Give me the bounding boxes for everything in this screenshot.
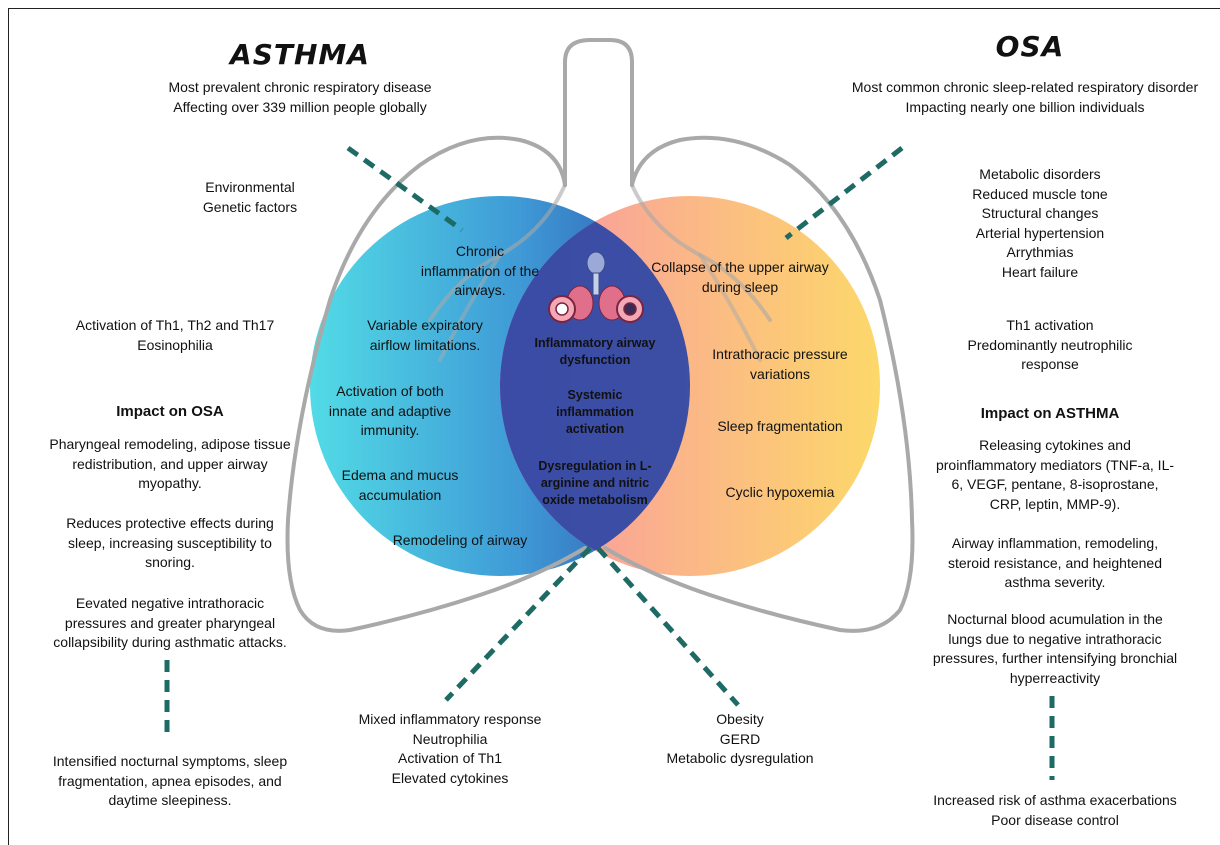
asthma-risk-factors: Environmental Genetic factors <box>202 179 298 215</box>
osa-risk-factors: Metabolic disorders Reduced muscle tone … <box>972 166 1108 280</box>
respiratory-system-icon <box>548 251 644 323</box>
asthma-outcome: Intensified nocturnal symptoms, sleep fr… <box>52 753 288 808</box>
connector-osa-top <box>784 146 904 240</box>
osa-circle-item-2: Intrathoracic pressure variations <box>712 346 848 382</box>
asthma-immunology: Activation of Th1, Th2 and Th17 Eosinoph… <box>75 317 275 353</box>
bottom-right-shared-factors: Obesity GERD Metabolic dysregulation <box>666 711 814 766</box>
asthma-impact-item-1: Pharyngeal remodeling, adipose tissue re… <box>49 436 291 491</box>
osa-impact-item-2: Airway inflammation, remodeling, steroid… <box>947 535 1163 590</box>
asthma-circle-item-2: Variable expiratory airflow limitations. <box>367 317 483 353</box>
asthma-circle-item-3: Activation of both innate and adaptive i… <box>328 383 452 438</box>
osa-outcome: Increased risk of asthma exacerbations P… <box>933 792 1177 828</box>
dashed-connectors <box>164 145 1055 780</box>
asthma-circle-item-4: Edema and mucus accumulation <box>341 467 459 503</box>
asthma-impact-item-3: Eevated negative intrathoracic pressures… <box>53 595 287 650</box>
osa-impact-heading: Impact on ASTHMA <box>980 405 1120 422</box>
osa-impact-item-1: Releasing cytokines and proinflammatory … <box>935 437 1175 512</box>
overlap-item-1: Inflammatory airway dysfunction <box>534 336 656 367</box>
asthma-circle-item-5: Remodeling of airway <box>392 532 528 548</box>
connector-center-right <box>596 546 740 707</box>
osa-circle-item-4: Cyclic hypoxemia <box>725 484 835 500</box>
connector-asthma-top <box>346 145 464 233</box>
overlap-item-3: Dysregulation in L- arginine and nitric … <box>538 459 652 507</box>
osa-subtitle: Most common chronic sleep-related respir… <box>851 79 1199 115</box>
asthma-circle-item-1: Chronic inflammation of the airways. <box>420 243 540 298</box>
asthma-impact-heading: Impact on OSA <box>116 403 224 420</box>
connector-center-left <box>444 546 592 702</box>
osa-immunology: Th1 activation Predominantly neutrophili… <box>967 317 1133 372</box>
asthma-subtitle: Most prevalent chronic respiratory disea… <box>168 79 432 115</box>
overlap-item-2: Systemic inflammation activation <box>556 388 634 436</box>
osa-circle-item-3: Sleep fragmentation <box>717 418 843 434</box>
osa-circle-item-1: Collapse of the upper airway during slee… <box>651 259 829 295</box>
osa-impact-item-3: Nocturnal blood acumulation in the lungs… <box>932 611 1178 686</box>
asthma-impact-item-2: Reduces protective effects during sleep,… <box>66 515 274 570</box>
asthma-title: ASTHMA <box>230 38 370 71</box>
bottom-left-overlap-features: Mixed inflammatory response Neutrophilia… <box>358 711 542 786</box>
lung-outline <box>285 38 915 633</box>
osa-title: OSA <box>995 30 1065 63</box>
figure-frame <box>8 8 1220 845</box>
